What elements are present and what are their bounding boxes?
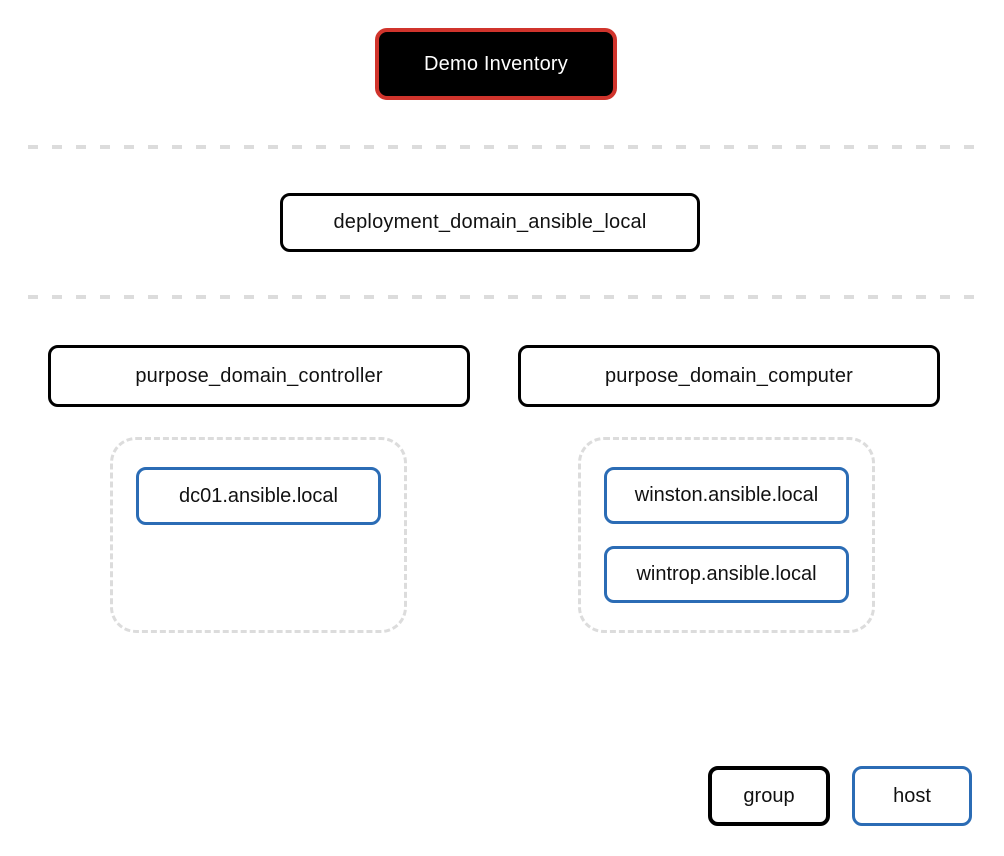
node-purpose-domain-computer-label: purpose_domain_computer [604,364,854,387]
legend-key-host-label: host [893,784,931,807]
legend-key-host: host [852,766,972,826]
node-purpose-domain-controller-label: purpose_domain_controller [135,364,383,387]
node-purpose-domain-computer: purpose_domain_computer [518,345,940,407]
rank-divider-top [28,145,976,149]
node-purpose-domain-controller: purpose_domain_controller [48,345,470,407]
node-demo-inventory-label: Demo Inventory [424,52,568,75]
legend-key-group-label: group [743,784,795,807]
node-host-winston-label: winston.ansible.local [634,484,819,506]
node-demo-inventory: Demo Inventory [375,28,617,100]
host-cluster-computer: winston.ansible.local wintrop.ansible.lo… [578,437,875,633]
node-deployment-domain-ansible-local: deployment_domain_ansible_local [280,193,700,252]
host-cluster-controller: dc01.ansible.local [110,437,407,633]
node-host-winston: winston.ansible.local [604,467,849,524]
legend: group host [708,766,972,826]
legend-key-group: group [708,766,830,826]
node-host-wintrop: wintrop.ansible.local [604,546,849,603]
node-host-dc01: dc01.ansible.local [136,467,381,525]
node-host-wintrop-label: wintrop.ansible.local [636,563,817,585]
node-deployment-domain-label: deployment_domain_ansible_local [333,211,647,233]
node-host-dc01-label: dc01.ansible.local [179,484,338,507]
rank-divider-bottom [28,295,976,299]
